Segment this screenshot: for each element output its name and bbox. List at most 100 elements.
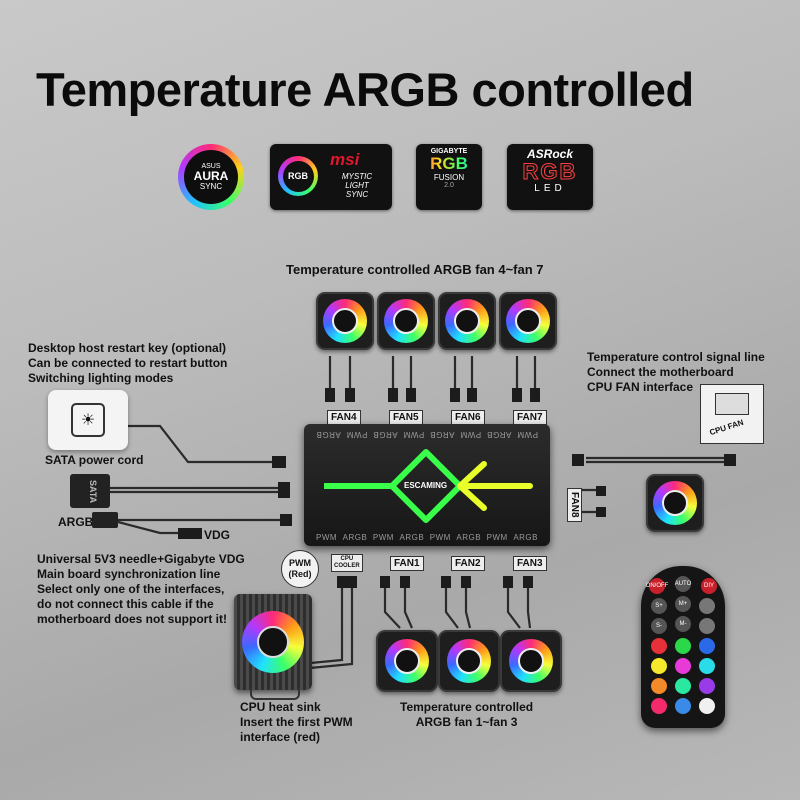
asrock-rgb-led-logo: ASRock RGB LED (507, 144, 593, 210)
msi-mystic-light-logo: RGB msi MYSTIC LIGHT SYNC (270, 144, 392, 210)
remote-s-minus-button[interactable]: S- (651, 618, 667, 634)
signal-line-1: Temperature control signal line (587, 350, 765, 364)
remote-onoff-button[interactable]: ON/OFF (646, 578, 668, 594)
hub-light-icon (324, 449, 533, 523)
universal-line-5: motherboard does not support it! (37, 612, 227, 626)
cpu-fan-header-diagram: CPU FAN (700, 384, 764, 444)
remote-auto-button[interactable]: AUTO (675, 576, 691, 592)
remote-diy-button[interactable]: DIY (701, 578, 717, 594)
fan7-tag: FAN7 (513, 410, 547, 425)
cpu-cooler-tag: CPU COOLER (331, 554, 363, 572)
hub-bottom-text-1: ARGB (342, 533, 368, 542)
fan6-icon (438, 292, 496, 350)
fan4-tag: FAN4 (327, 410, 361, 425)
cpu-cooler-line-1: CPU (340, 556, 354, 562)
asrock-led: LED (534, 183, 566, 194)
sata-label: SATA power cord (45, 453, 144, 467)
remote-color-magenta-button[interactable] (675, 658, 691, 674)
gigabyte-fusion: FUSION (433, 173, 465, 182)
hub-bottom-text-0: PWM (316, 533, 338, 542)
signal-line-3: CPU FAN interface (587, 380, 694, 394)
fan7-icon (499, 292, 557, 350)
msi-name: msi (330, 150, 360, 169)
remote-color-cyan-button[interactable] (699, 658, 715, 674)
remote-m-plus-button[interactable]: M+ (675, 596, 691, 612)
restart-line-2: Can be connected to restart button (28, 356, 228, 370)
restart-line-1: Desktop host restart key (optional) (28, 341, 227, 355)
hub-bottom-text: PWM ARGB PWM ARGB PWM ARGB PWM ARGB (316, 533, 538, 542)
asus-sync: SYNC (199, 182, 223, 191)
gigabyte-rgb: RGB (416, 155, 482, 173)
asrock-brand: ASRock (526, 147, 573, 161)
fan2-cable (444, 580, 472, 629)
pwm-red-text: (Red) (288, 569, 312, 579)
sata-plug-text: SATA (88, 480, 98, 504)
msi-rgb-ring-icon: RGB (278, 156, 318, 196)
cpu-line-1: CPU heat sink (240, 700, 321, 714)
restart-line-3: Switching lighting modes (28, 371, 174, 385)
cpu-fan-tag: CPU FAN (708, 417, 745, 438)
gigabyte-brand: GIGABYTE (430, 148, 468, 155)
universal-label: Universal 5V3 needle+Gigabyte VDG Main b… (37, 552, 245, 627)
remote-color-green-button[interactable] (675, 638, 691, 654)
hub-bottom-text-4: PWM (429, 533, 451, 542)
fan3-icon (500, 630, 562, 692)
cpu-heatsink-label: CPU heat sink Insert the first PWM inter… (240, 700, 353, 745)
argb-controller-hub: PWM ARGB PWM ARGB PWM ARGB PWM ARGB ESCA… (304, 424, 550, 546)
gigabyte-rgb-fusion-logo: GIGABYTE RGB FUSION 2.0 (416, 144, 482, 210)
restart-key-button[interactable]: ☀ (48, 390, 128, 450)
cpu-cooler-line-2: COOLER (334, 563, 360, 569)
fans-bottom-line-2: ARGB fan 1~fan 3 (415, 715, 518, 729)
vdg-label: VDG (204, 528, 231, 542)
fan2-icon (438, 630, 500, 692)
sun-icon: ☀ (71, 403, 105, 437)
asus-brand: ASUS (201, 163, 221, 170)
remote-color-blue-button[interactable] (699, 638, 715, 654)
remote-color-white-button[interactable] (699, 698, 715, 714)
heatsink-base-icon (250, 688, 300, 700)
vdg-cable (117, 520, 178, 535)
gigabyte-version: 2.0 (444, 182, 454, 189)
hub-bottom-text-7: ARGB (513, 533, 538, 542)
fan5-icon (377, 292, 435, 350)
fan1-cable (383, 580, 414, 629)
argb-label: ARGB (58, 515, 94, 529)
universal-line-3: Select only one of the interfaces, (37, 582, 225, 596)
remote-color-pink-button[interactable] (651, 698, 667, 714)
hub-bottom-text-3: ARGB (399, 533, 425, 542)
asus-aura: AURA (193, 169, 229, 183)
universal-line-1: Universal 5V3 needle+Gigabyte VDG (37, 552, 245, 566)
sata-plug-icon (70, 474, 110, 508)
asrock-rgb: RGB (522, 159, 578, 184)
cpu-line-2: Insert the first PWM (240, 715, 353, 729)
restart-cable (128, 424, 278, 464)
remote-blank-button-2[interactable] (699, 618, 715, 634)
remote-color-yellow-button[interactable] (651, 658, 667, 674)
signal-line-2: Connect the motherboard (587, 365, 734, 379)
asus-aura-logo: ASUS AURA SYNC (178, 144, 244, 210)
remote-color-skyblue-button[interactable] (675, 698, 691, 714)
hub-brand: ESCAMING (404, 481, 448, 490)
remote-control: ON/OFF AUTO DIY S+ M+ S- M- (641, 566, 725, 728)
argb-plug-icon (92, 512, 118, 528)
remote-color-orange-button[interactable] (651, 678, 667, 694)
cpu-line-3: interface (red) (240, 730, 321, 744)
remote-color-red-button[interactable] (651, 638, 667, 654)
fan3-tag: FAN3 (513, 556, 547, 571)
msi-line2: LIGHT (345, 181, 369, 190)
remote-blank-button[interactable] (699, 598, 715, 614)
signal-line-label: Temperature control signal line Connect … (587, 350, 765, 395)
cpu-cooler-cable (299, 580, 354, 670)
remote-color-teal-button[interactable] (675, 678, 691, 694)
fan1-icon (376, 630, 438, 692)
fans-bottom-label: Temperature controlled ARGB fan 1~fan 3 (400, 700, 533, 730)
fans-top-label: Temperature controlled ARGB fan 4~fan 7 (286, 262, 544, 277)
remote-color-purple-button[interactable] (699, 678, 715, 694)
msi-line1: MYSTIC (341, 172, 373, 181)
fan3-cable (506, 580, 532, 629)
remote-m-minus-button[interactable]: M- (675, 616, 691, 632)
remote-s-plus-button[interactable]: S+ (651, 598, 667, 614)
universal-line-4: do not connect this cable if the (37, 597, 214, 611)
pwm-text: PWM (289, 558, 311, 568)
